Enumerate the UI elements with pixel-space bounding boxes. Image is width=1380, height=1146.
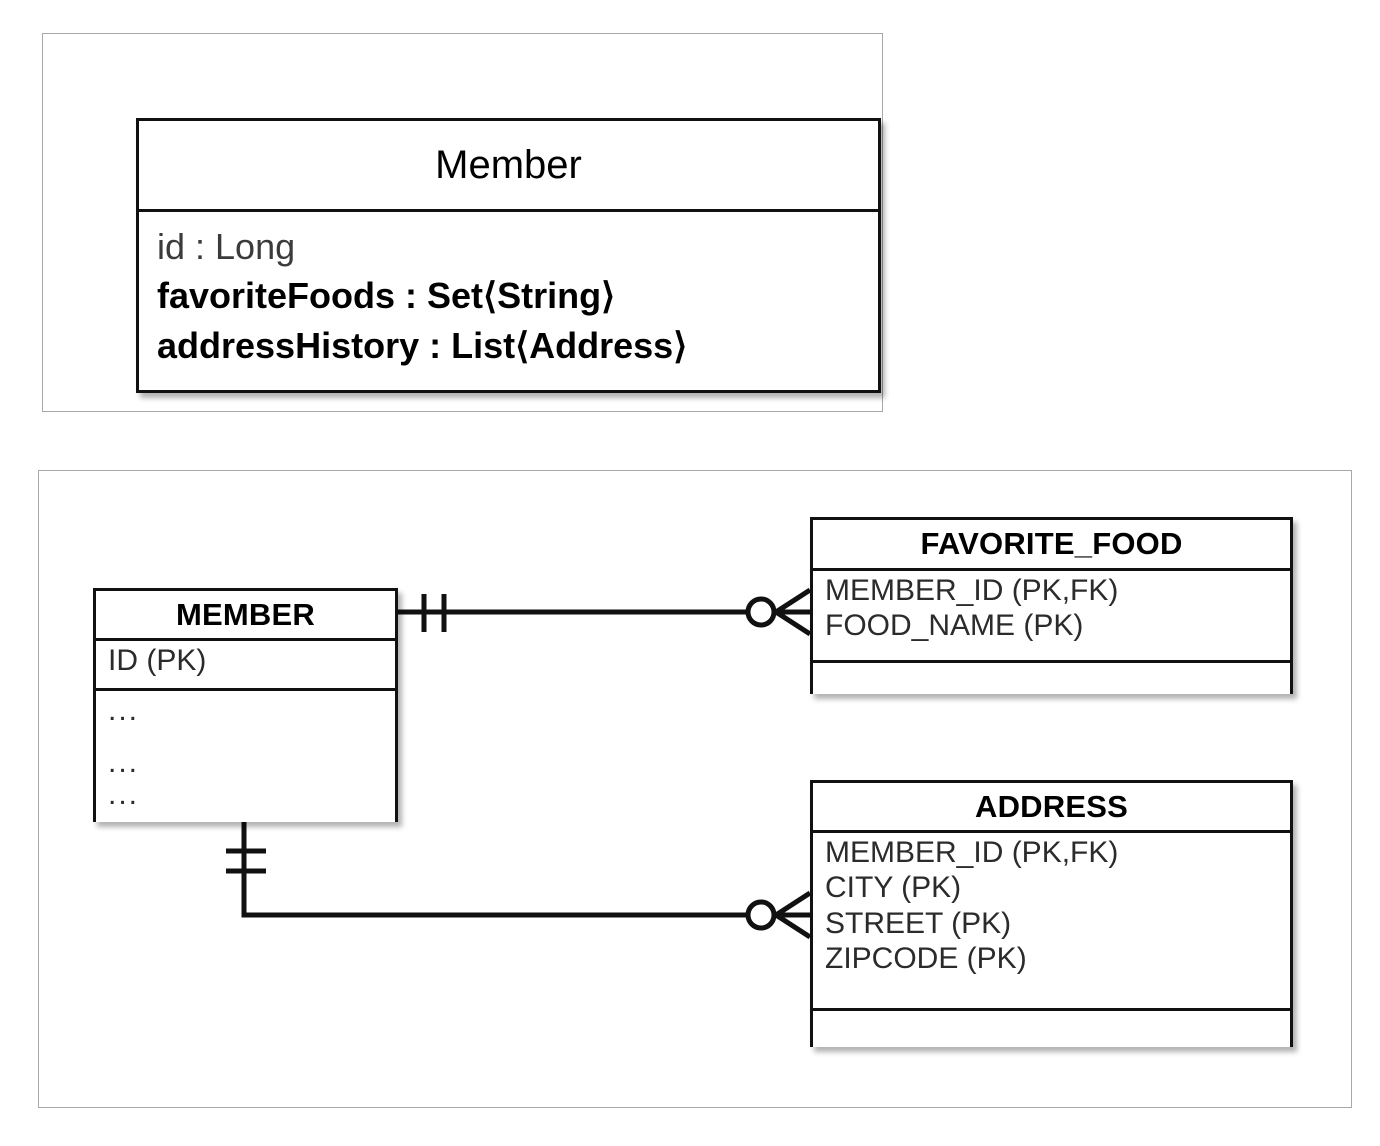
- erd-table-member-name: MEMBER: [176, 596, 315, 632]
- erd-table-member[interactable]: MEMBER ID (PK) ... ... ...: [93, 588, 398, 822]
- erd-table-address-title-section: ADDRESS: [813, 783, 1290, 830]
- uml-attribute-id: id : Long: [157, 226, 296, 267]
- erd-table-address-other-section: [813, 1008, 1290, 1047]
- uml-attribute-favorite-foods: favoriteFoods : Set⟨String⟩: [157, 275, 616, 317]
- erd-table-favorite-food-key-section: MEMBER_ID (PK,FK) FOOD_NAME (PK): [813, 568, 1290, 660]
- erd-column-member-ellipsis-3: ...: [108, 778, 140, 811]
- erd-table-favorite-food-title-section: FAVORITE_FOOD: [813, 520, 1290, 568]
- erd-column-member-ellipsis-1: ...: [108, 694, 140, 727]
- erd-table-member-key-section: ID (PK): [96, 638, 395, 688]
- erd-column-address-member-id: MEMBER_ID (PK,FK): [825, 836, 1119, 869]
- uml-class-box-member[interactable]: Member id : Long favoriteFoods : Set⟨Str…: [136, 118, 881, 393]
- erd-table-address-key-section: MEMBER_ID (PK,FK) CITY (PK) STREET (PK) …: [813, 830, 1290, 1008]
- uml-class-title: Member: [435, 143, 582, 187]
- uml-class-panel: Member id : Long favoriteFoods : Set⟨Str…: [42, 33, 883, 412]
- erd-table-address-name: ADDRESS: [975, 788, 1128, 824]
- erd-column-member-id: ID (PK): [108, 644, 207, 677]
- erd-column-member-ellipsis-2: ...: [108, 746, 140, 779]
- erd-column-favorite-food-member-id: MEMBER_ID (PK,FK): [825, 574, 1119, 607]
- erd-column-favorite-food-food-name: FOOD_NAME (PK): [825, 609, 1084, 643]
- erd-table-favorite-food[interactable]: FAVORITE_FOOD MEMBER_ID (PK,FK) FOOD_NAM…: [810, 517, 1293, 694]
- erd-table-member-title-section: MEMBER: [96, 591, 395, 638]
- erd-column-address-street: STREET (PK): [825, 906, 1012, 940]
- uml-attribute-address-history: addressHistory : List⟨Address⟩: [157, 324, 688, 366]
- erd-table-address[interactable]: ADDRESS MEMBER_ID (PK,FK) CITY (PK) STRE…: [810, 780, 1293, 1047]
- erd-column-address-city: CITY (PK): [825, 871, 962, 905]
- uml-class-attributes-section: id : Long favoriteFoods : Set⟨String⟩ ad…: [139, 209, 878, 390]
- erd-table-favorite-food-name: FAVORITE_FOOD: [920, 526, 1183, 561]
- erd-table-favorite-food-other-section: [813, 660, 1290, 694]
- erd-table-member-other-section: ... ... ...: [96, 688, 395, 822]
- uml-class-title-section: Member: [139, 121, 878, 209]
- erd-column-address-zipcode: ZIPCODE (PK): [825, 942, 1027, 976]
